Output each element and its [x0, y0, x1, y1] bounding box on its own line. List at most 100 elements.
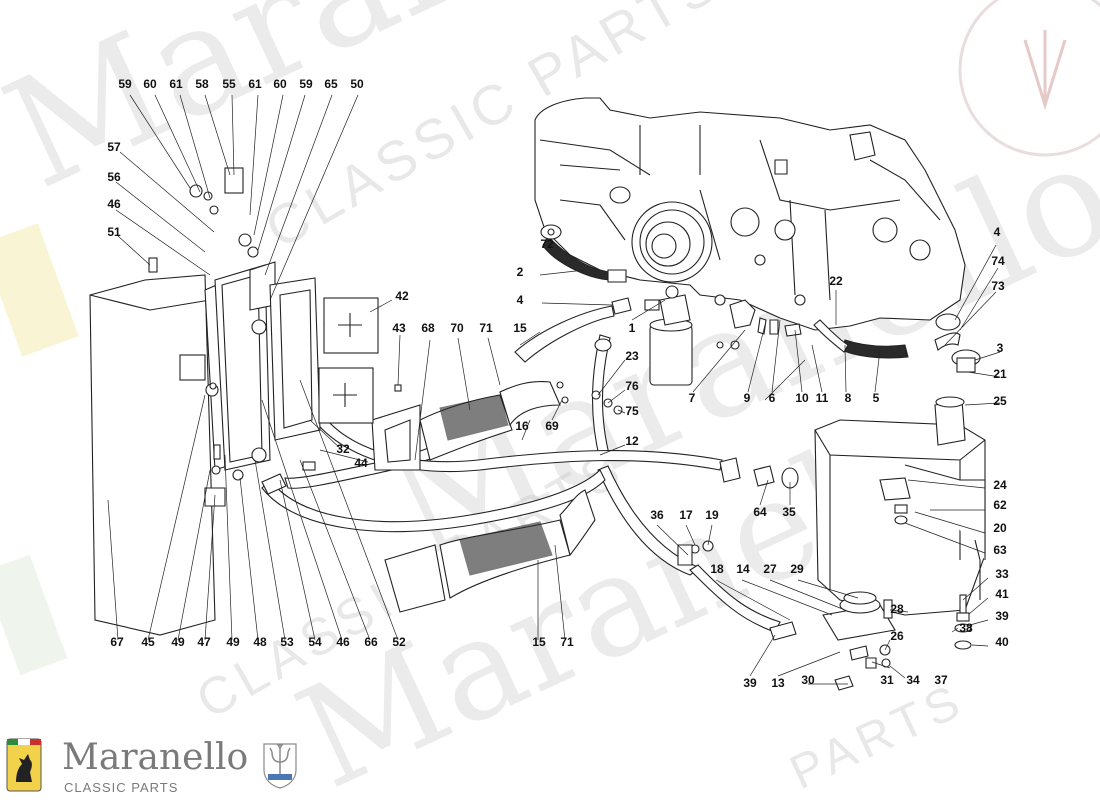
part-callout-2: 2 — [517, 265, 524, 279]
part-callout-28: 28 — [890, 602, 904, 616]
part-callout-39: 39 — [743, 676, 757, 690]
part-callout-23: 23 — [625, 349, 639, 363]
part-callout-49: 49 — [171, 635, 185, 649]
part-callout-35: 35 — [782, 505, 796, 519]
engine-block — [534, 97, 966, 350]
part-callout-11: 11 — [816, 391, 829, 405]
part-callout-43: 43 — [392, 321, 406, 335]
part-callout-14: 14 — [736, 562, 750, 576]
part-callout-75: 75 — [625, 404, 639, 418]
part-callout-46: 46 — [107, 197, 121, 211]
part-callout-63: 63 — [993, 543, 1007, 557]
part-callout-55: 55 — [222, 77, 236, 91]
part-callout-9: 9 — [744, 391, 751, 405]
part-callout-36: 36 — [650, 508, 664, 522]
part-callout-72: 72 — [540, 237, 554, 251]
leader-lines — [107, 94, 1001, 685]
part-callout-49: 49 — [226, 635, 240, 649]
part-callout-8: 8 — [845, 391, 852, 405]
part-callout-4: 4 — [994, 225, 1001, 239]
part-callout-54: 54 — [308, 635, 322, 649]
part-callout-52: 52 — [392, 635, 406, 649]
part-callout-31: 31 — [880, 673, 894, 687]
part-callout-59: 59 — [299, 77, 313, 91]
part-callout-51: 51 — [107, 225, 121, 239]
part-callout-73: 73 — [991, 279, 1005, 293]
part-callout-42: 42 — [395, 289, 409, 303]
part-callout-15: 15 — [513, 321, 527, 335]
part-callout-4: 4 — [517, 293, 524, 307]
part-callout-32: 32 — [336, 442, 350, 456]
part-callout-21: 21 — [993, 367, 1007, 381]
part-callout-5: 5 — [873, 391, 880, 405]
watermark-word: PARTS — [782, 673, 973, 799]
part-callout-29: 29 — [790, 562, 804, 576]
part-callout-15: 15 — [532, 635, 546, 649]
part-callout-26: 26 — [890, 629, 904, 643]
part-callout-45: 45 — [141, 635, 155, 649]
brand-logo: Maranello CLASSIC PARTS — [6, 738, 306, 798]
part-callout-48: 48 — [253, 635, 267, 649]
part-callout-70: 70 — [450, 321, 464, 335]
part-callout-16: 16 — [515, 419, 529, 433]
watermark-emblem — [958, 0, 1100, 157]
part-callout-34: 34 — [906, 673, 920, 687]
part-callout-38: 38 — [959, 621, 973, 635]
part-callout-27: 27 — [763, 562, 777, 576]
part-callout-65: 65 — [324, 77, 338, 91]
part-callout-53: 53 — [280, 635, 294, 649]
part-callout-47: 47 — [197, 635, 211, 649]
part-callout-3: 3 — [997, 341, 1004, 355]
part-callout-12: 12 — [625, 434, 639, 448]
radiator-assembly — [89, 167, 379, 636]
oil-filter — [644, 285, 693, 386]
part-callout-6: 6 — [769, 391, 776, 405]
watermark-emblem — [1023, 30, 1067, 111]
part-callout-71: 71 — [560, 635, 574, 649]
part-callout-18: 18 — [710, 562, 724, 576]
part-callout-57: 57 — [107, 140, 121, 154]
part-callout-1: 1 — [629, 321, 636, 335]
part-callout-33: 33 — [995, 567, 1009, 581]
part-callout-76: 76 — [625, 379, 639, 393]
oil-tank — [814, 349, 986, 691]
part-callout-40: 40 — [995, 635, 1009, 649]
watermark-emblem — [0, 554, 68, 676]
part-callout-67: 67 — [110, 635, 124, 649]
part-callout-50: 50 — [350, 77, 364, 91]
part-callout-30: 30 — [801, 673, 815, 687]
part-callout-61: 61 — [248, 77, 262, 91]
part-callout-17: 17 — [679, 508, 693, 522]
part-callout-74: 74 — [991, 254, 1005, 268]
part-callout-19: 19 — [705, 508, 719, 522]
part-callout-13: 13 — [771, 676, 785, 690]
part-callout-62: 62 — [993, 498, 1007, 512]
part-callout-39: 39 — [995, 609, 1009, 623]
hoses — [540, 224, 961, 359]
brand-name: Maranello — [62, 737, 249, 778]
part-callout-64: 64 — [753, 505, 767, 519]
prancing-horse-shield-icon — [6, 738, 42, 792]
part-callout-68: 68 — [421, 321, 435, 335]
trident-emblem-icon — [263, 743, 297, 789]
part-callout-59: 59 — [118, 77, 132, 91]
part-callout-66: 66 — [364, 635, 378, 649]
part-callout-61: 61 — [169, 77, 183, 91]
air-duct — [371, 381, 596, 613]
brand-subtitle: CLASSIC PARTS — [64, 780, 179, 795]
part-callout-60: 60 — [143, 77, 157, 91]
part-callout-60: 60 — [273, 77, 287, 91]
part-callout-37: 37 — [934, 673, 948, 687]
part-callout-10: 10 — [795, 391, 809, 405]
part-callout-41: 41 — [995, 587, 1009, 601]
part-callout-22: 22 — [829, 274, 843, 288]
watermark-emblem — [0, 223, 79, 357]
part-callout-44: 44 — [354, 456, 368, 470]
part-callout-46: 46 — [336, 635, 350, 649]
part-callout-20: 20 — [993, 521, 1007, 535]
part-callout-71: 71 — [479, 321, 493, 335]
part-callout-7: 7 — [689, 391, 696, 405]
part-callout-25: 25 — [993, 394, 1007, 408]
